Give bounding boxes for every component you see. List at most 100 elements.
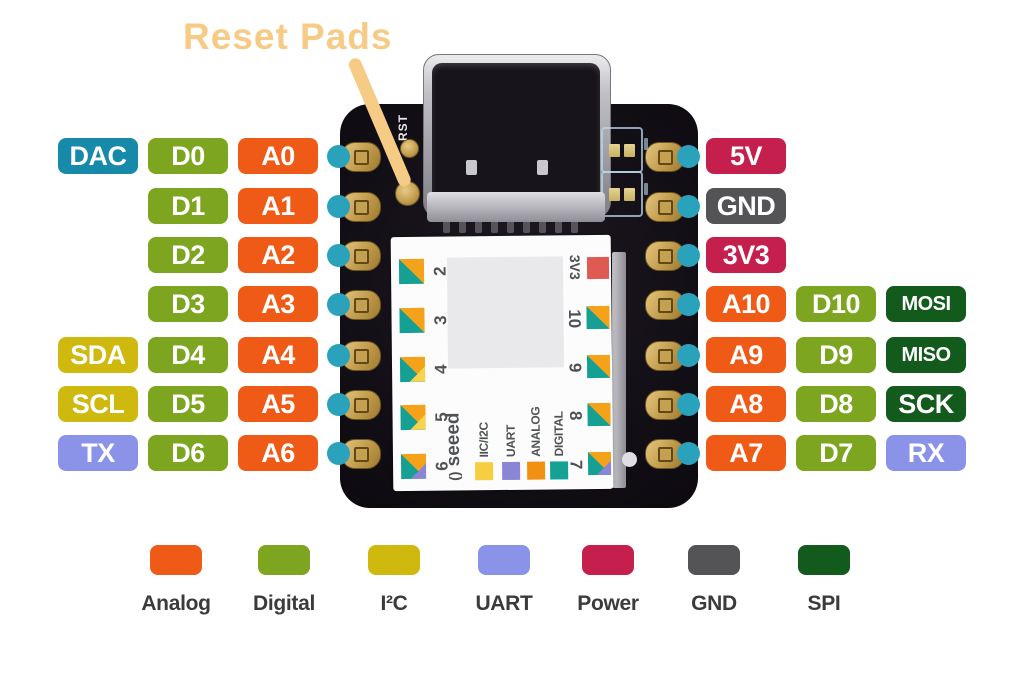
sticker-pin-square (587, 402, 611, 427)
pin-label-a0: A0 (238, 138, 318, 174)
pin-label-d7: D7 (796, 435, 876, 471)
castellated-pin (341, 241, 381, 271)
legend-label: GND (691, 592, 737, 615)
reset-pad (400, 139, 419, 158)
legend-item: SPI (764, 545, 884, 616)
pin-row: TX D6 A6 (58, 435, 318, 471)
pin-label-sck: SCK (886, 386, 966, 422)
pin-row: 5V (706, 138, 786, 174)
legend-label: Digital (252, 592, 316, 615)
sticker-legend-label: ANALOG (528, 406, 543, 457)
sticker-legend-label: UART (503, 424, 518, 457)
sticker-pin-square (399, 356, 426, 383)
pin-label-a10: A10 (706, 286, 786, 322)
pin-label-a6: A6 (238, 435, 318, 471)
led-chip (609, 187, 620, 201)
sticker-pin-square (399, 307, 425, 334)
legend-swatch (150, 545, 202, 575)
pin-label-mosi: MOSI (886, 286, 966, 322)
pin-label-a7: A7 (706, 435, 786, 471)
pin-label-dac: DAC (58, 138, 138, 174)
led-chip (624, 143, 635, 157)
pin-hole (657, 297, 673, 313)
legend-swatch (258, 545, 310, 575)
sticker-legend-swatch (502, 461, 521, 481)
sticker-legend-label: IIC/I2C (476, 421, 491, 458)
pin-label-d3: D3 (148, 286, 228, 322)
reset-pads-callout-label: Reset Pads (183, 16, 393, 57)
round-component (622, 452, 637, 467)
legend-label: Power (577, 592, 639, 615)
pin-label-rx: RX (886, 435, 966, 471)
pin-hole (353, 348, 369, 364)
legend-item: UART (444, 545, 564, 616)
sticker-square-corner (588, 452, 611, 475)
pin-marker-dot (326, 343, 350, 367)
legend-item: I²C (334, 545, 454, 616)
led-chip (609, 143, 620, 157)
legend-swatch (368, 545, 420, 575)
legend-label: SPI (807, 592, 841, 615)
sticker-pin-number: 4 (431, 364, 451, 374)
usb-c-pins (443, 220, 591, 233)
pin-cell-empty (58, 286, 138, 322)
pin-marker-dot (326, 292, 350, 316)
pin-label-5v: 5V (706, 138, 786, 174)
pin-label-scl: SCL (58, 386, 138, 422)
castellated-pin (645, 390, 685, 420)
pin-label-a1: A1 (238, 188, 318, 224)
pin-label-a5: A5 (238, 386, 318, 422)
sticker-pin-square (587, 451, 612, 476)
sticker-pin-square (400, 453, 427, 480)
pin-marker-dot (676, 343, 700, 367)
sticker-pin-number: 9 (566, 362, 586, 373)
led-chip (624, 187, 635, 201)
silkscreen-mark (644, 138, 648, 150)
pin-marker-dot (676, 243, 700, 267)
pin-marker-dot (676, 292, 700, 316)
pin-label-d6: D6 (148, 435, 228, 471)
pin-hole (353, 446, 369, 462)
legend-item: Digital (224, 545, 344, 616)
legend-swatch (688, 545, 740, 575)
legend-item: Power (548, 545, 668, 616)
sticker-square-corner (400, 357, 425, 382)
rst-silkscreen-label: RST (396, 114, 410, 141)
sticker-legend-item: ANALOG (526, 406, 546, 480)
legend-item: Analog (116, 545, 236, 616)
pin-label-d5: D5 (148, 386, 228, 422)
sticker-legend-item: IIC/I2C (475, 421, 494, 481)
pin-label-d1: D1 (148, 188, 228, 224)
pin-hole (353, 397, 369, 413)
castellated-pin (341, 341, 381, 371)
pin-marker-dot (676, 194, 700, 218)
pin-label-3v3: 3V3 (706, 237, 786, 273)
pin-marker-dot (676, 144, 700, 168)
pin-hole (657, 397, 673, 413)
shield-edge (612, 252, 626, 488)
pin-row: GND (706, 188, 786, 224)
pin-hole (353, 149, 369, 165)
legend-swatch (478, 545, 530, 575)
pin-label-tx: TX (58, 435, 138, 471)
silkscreen-mark (644, 183, 648, 195)
pin-marker-dot (326, 243, 350, 267)
sticker-pin-number: 6 (432, 461, 452, 471)
pin-label-d0: D0 (148, 138, 228, 174)
sticker-pin-square (586, 305, 610, 330)
led-cluster (601, 127, 643, 173)
pin-label-a9: A9 (706, 337, 786, 373)
pin-label-a2: A2 (238, 237, 318, 273)
usb-contact (537, 160, 548, 175)
castellated-pin (645, 241, 685, 271)
pin-hole (353, 248, 369, 264)
pin-row: D1 A1 (58, 188, 318, 224)
sticker-pin-square (398, 258, 425, 285)
pin-row: A7 D7 RX (706, 435, 966, 471)
pin-hole (657, 248, 673, 264)
sticker-pin-number: 3 (430, 315, 450, 325)
